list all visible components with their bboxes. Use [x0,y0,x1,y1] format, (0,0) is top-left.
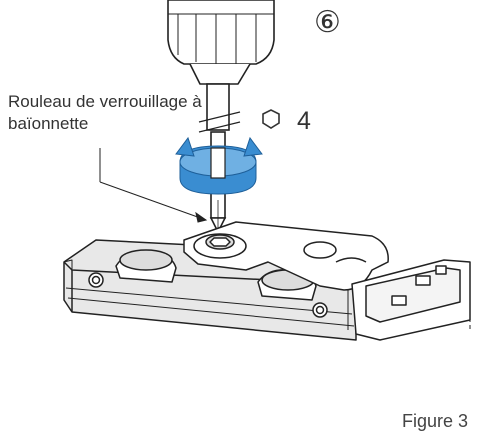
bayonet-locking-roller [183,221,389,291]
callout-line-1: Rouleau de verrouillage à [8,92,202,111]
step-number: ⑥ [314,5,341,40]
key-size-label: 4 [297,107,311,135]
figure-caption: Figure 3 [402,411,469,431]
callout-line-2: baïonnette [8,114,89,133]
callout-label: Rouleau de verrouillage à baïonnette [8,91,202,135]
rail-connector [351,259,471,341]
rotation-arrow-icon [175,136,263,195]
callout-leader-line [99,148,208,223]
screwdriver-handle [167,0,275,85]
hexagon-icon [262,109,280,129]
